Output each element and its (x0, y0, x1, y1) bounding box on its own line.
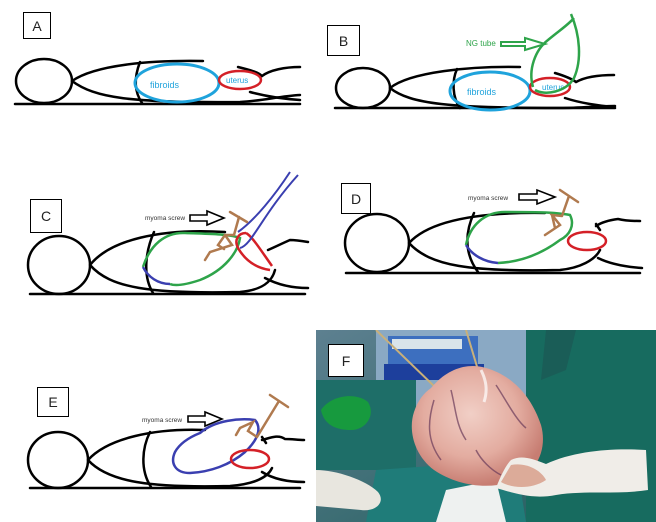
instrument-rod (375, 330, 437, 389)
myoma-screw-arrow-icon (189, 209, 227, 227)
uterus (235, 231, 274, 272)
ng-tube-arrow-icon (500, 36, 549, 52)
forceps-instrument (237, 171, 299, 249)
ng-tube-label: NG tube (466, 39, 496, 48)
left-gloved-hand (316, 470, 381, 511)
panel-label-e: E (37, 387, 69, 417)
panel-e (26, 428, 306, 490)
instrument-rod (465, 330, 479, 371)
fibroids-mass (448, 70, 532, 112)
head (343, 212, 411, 274)
leg-upper (260, 435, 306, 445)
panel-d (343, 211, 644, 275)
head (26, 430, 90, 490)
myoma-screw-icon (234, 393, 290, 439)
unit-panel (392, 339, 462, 349)
white-cloth (436, 480, 506, 522)
specimen-highlight (479, 369, 488, 403)
myoma-screw-icon (543, 188, 580, 237)
leg-upper (236, 65, 302, 78)
breast-line (452, 67, 462, 110)
surgical-photo (316, 330, 656, 522)
panel-a (13, 57, 302, 106)
breast-line (134, 60, 144, 105)
leg-lower (260, 470, 306, 484)
panel-label-d: D (341, 183, 371, 214)
ng-tube (530, 13, 581, 94)
specimen-vessels (428, 384, 527, 476)
breast-line (466, 211, 480, 274)
torso (88, 230, 277, 294)
leg-upper (266, 238, 310, 252)
fibroids-label: fibroids (467, 87, 497, 97)
uterus-label: uterus (542, 83, 564, 92)
myoma-screw-arrow-icon (187, 410, 225, 428)
glove-blood-stain (501, 464, 546, 487)
breast-line (145, 230, 156, 295)
leg-upper (553, 71, 616, 84)
head (26, 234, 92, 296)
uterus (217, 69, 263, 91)
leg-upper (594, 217, 642, 232)
myoma-screw-label: myoma screw (142, 417, 182, 424)
myoma-screw-label: myoma screw (145, 215, 185, 222)
surgeon-arm (541, 330, 576, 380)
uterus (229, 448, 271, 470)
fibroids-label: fibroids (150, 80, 180, 90)
myoma-screw-label: myoma screw (468, 195, 508, 202)
surgical-photo-illustration (316, 330, 656, 522)
leg-lower (263, 276, 310, 290)
uterus-label: uterus (226, 76, 248, 85)
fibroids-blue-edge (141, 266, 171, 286)
head (334, 66, 392, 110)
head (14, 57, 74, 105)
myoma-screw-icon (203, 210, 249, 262)
torso (86, 428, 274, 488)
fibroids-blue-edge (464, 244, 499, 265)
panel-label-f: F (328, 344, 364, 377)
myoma-specimen (411, 366, 543, 486)
breast-line (142, 430, 153, 489)
panel-label-c: C (30, 199, 62, 233)
leg-lower (596, 256, 644, 270)
panel-label-b: B (327, 25, 360, 56)
torso (388, 65, 617, 110)
panel-label-a: A (23, 12, 51, 39)
leg-lower (563, 96, 616, 109)
fibroid-blue-outline (171, 418, 260, 475)
fibroids-green (141, 231, 242, 287)
uterus (566, 230, 608, 252)
fibroids-green (464, 210, 574, 265)
panel-c (26, 230, 310, 296)
uterus (528, 76, 572, 98)
green-towel (321, 396, 371, 430)
myoma-screw-arrow-icon (518, 188, 558, 206)
leg-lower (248, 90, 302, 102)
